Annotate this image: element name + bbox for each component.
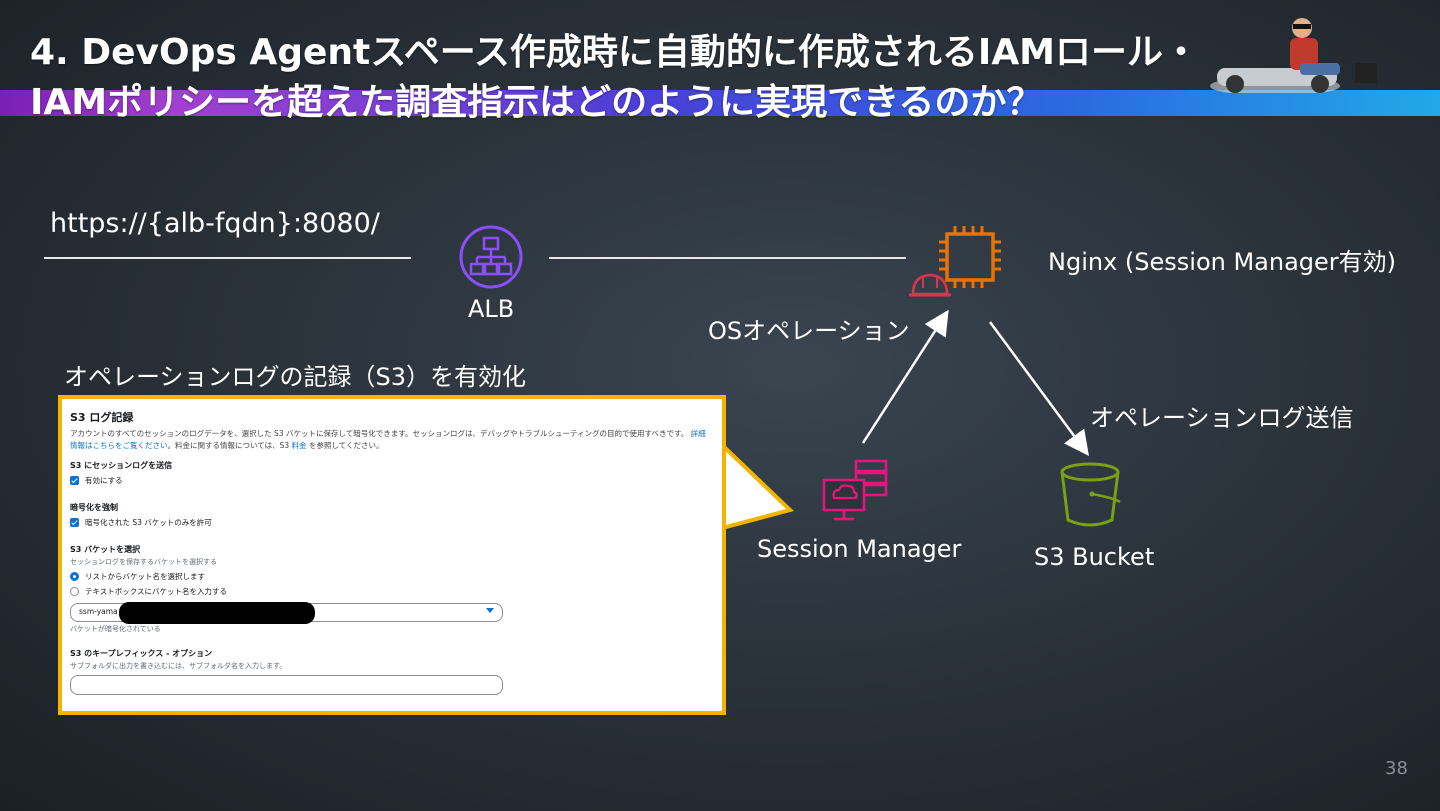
choose-bucket-description: セッションログを保存するバケットを選択する (70, 557, 712, 567)
panel-desc-part1: アカウントのすべてのセッションのログデータを、選択した S3 バケットに保存して… (70, 429, 688, 438)
enable-checkbox-label: 有効にする (85, 475, 123, 486)
radio-list-label: リストからバケット名を選択します (85, 571, 205, 582)
enable-checkbox-row[interactable]: 有効にする (70, 475, 712, 486)
s3-bucket-label: S3 Bucket (1034, 543, 1154, 571)
prefix-heading: S3 のキープレフィックス - オプション (70, 648, 712, 659)
encrypted-only-checkbox-row[interactable]: 暗号化された S3 バケットのみを許可 (70, 517, 712, 528)
callout-pointer (722, 445, 790, 528)
panel-heading: S3 ログ記録 (70, 409, 712, 425)
radio-text[interactable] (70, 587, 79, 596)
s3-bucket-icon (1056, 460, 1126, 530)
enforce-encryption-heading: 暗号化を強制 (70, 502, 712, 513)
encrypted-only-label: 暗号化された S3 バケットのみを許可 (85, 517, 212, 528)
bucket-select-value: ssm-yama (79, 607, 118, 616)
radio-text-row[interactable]: テキストボックスにバケット名を入力する (70, 586, 712, 597)
oplog-send-label: オペレーションログ送信 (1090, 398, 1354, 433)
enable-checkbox[interactable] (70, 476, 79, 485)
pricing-link[interactable]: 料金 (292, 441, 307, 450)
panel-desc-part2: 。料金に関する情報については、S3 (168, 441, 290, 450)
bucket-select[interactable]: ssm-yama (70, 603, 503, 622)
redaction-bar (119, 602, 315, 624)
prefix-description: サブフォルダに出力を書き込むには、サブフォルダ名を入力します。 (70, 661, 712, 671)
panel-description: アカウントのすべてのセッションのログデータを、選択した S3 バケットに保存して… (70, 428, 712, 452)
arrow-ec2-to-s3 (990, 322, 1086, 452)
page-number: 38 (1385, 758, 1408, 779)
arrow-sm-to-ec2 (863, 314, 946, 443)
s3-logging-console-panel: S3 ログ記録 アカウントのすべてのセッションのログデータを、選択した S3 バ… (58, 395, 726, 715)
bucket-encrypted-note: バケットが暗号化されている (70, 624, 712, 634)
encrypted-only-checkbox[interactable] (70, 518, 79, 527)
radio-text-label: テキストボックスにバケット名を入力する (85, 586, 227, 597)
session-manager-icon (820, 458, 890, 526)
chevron-down-icon[interactable] (486, 608, 494, 613)
enable-s3-logging-label: オペレーションログの記録（S3）を有効化 (64, 357, 526, 392)
radio-list[interactable] (70, 572, 79, 581)
choose-bucket-heading: S3 バケットを選択 (70, 544, 712, 555)
session-manager-label: Session Manager (757, 535, 961, 563)
send-logs-heading: S3 にセッションログを送信 (70, 460, 712, 471)
prefix-input[interactable] (70, 675, 503, 695)
panel-desc-part3: を参照してください。 (309, 441, 384, 450)
radio-list-row[interactable]: リストからバケット名を選択します (70, 571, 712, 582)
